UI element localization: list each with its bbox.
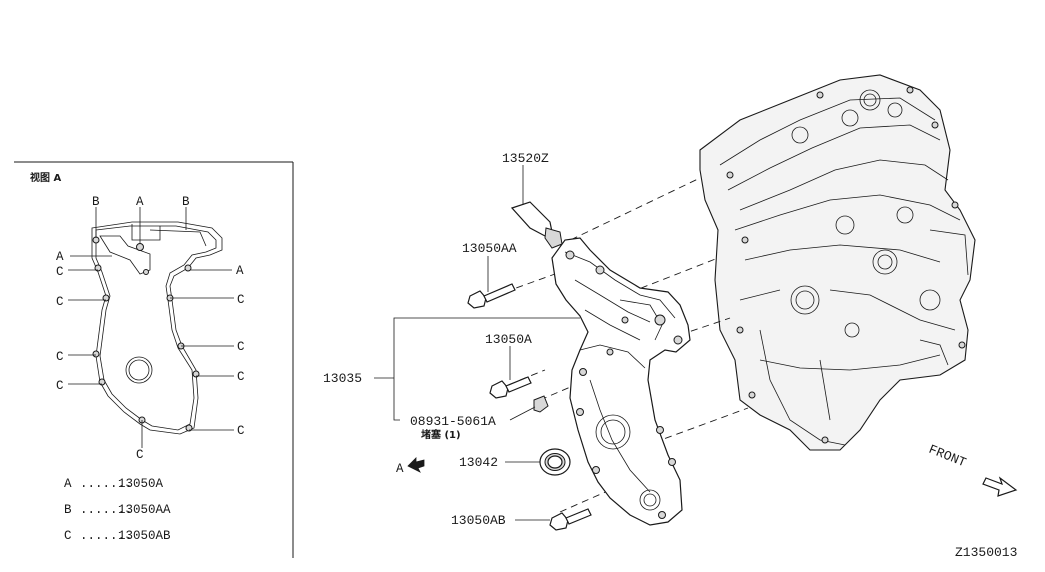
front-arrow-icon [982,476,1018,497]
legend-part-b: 13050AA [118,503,171,517]
legend-dots-b: ....... [80,503,133,517]
inset-view-a: 视图 A [14,161,294,558]
legend-letter-b: B [64,503,72,517]
legend-letter-a: A [64,477,72,491]
callout-13050aa: 13050AA [462,241,517,256]
part-13050ab-bolt [549,508,592,531]
inset-label-c7: C [237,370,245,384]
timing-cover-outline [91,221,223,435]
diagram-code: Z1350013 [955,545,1017,560]
inset-label-c1: C [56,265,64,279]
part-13050a-bolt [489,376,532,399]
inset-label-c8: C [237,424,245,438]
seal-hole [125,356,153,384]
cover-seal-bore [595,414,631,450]
inset-label-b-top2: B [182,195,190,209]
inset-label-a-top: A [136,195,144,209]
inset-label-c2: C [56,295,64,309]
inset-label-a-right: A [236,264,244,278]
inset-label-c5: C [56,350,64,364]
view-arrow-label: A [396,462,404,476]
inset-label-c4: C [237,340,245,354]
part-08931-plug [533,395,549,413]
bolt-legend: A ....... 13050A B ....... 13050AA C ...… [64,477,171,543]
legend-letter-c: C [64,529,72,543]
legend-part-a: 13050A [118,477,164,491]
inset-label-c3: C [237,293,245,307]
inset-label-c-bottom: C [136,448,144,462]
engine-block [699,74,976,451]
legend-dots-c: ....... [80,529,133,543]
legend-part-c: 13050AB [118,529,171,543]
part-13042-oil-seal [539,448,571,476]
inset-leaders [68,207,234,448]
callout-13035: 13035 [323,371,362,386]
view-a-arrow: A [396,457,425,476]
part-13050aa-bolt [467,283,516,309]
callout-13050ab: 13050AB [451,513,506,528]
callout-13050a: 13050A [485,332,532,347]
callout-leaders [374,165,580,521]
callout-13042: 13042 [459,455,498,470]
view-arrow-icon [407,457,425,473]
inset-label-a-left: A [56,250,64,264]
part-13520z-bracket [510,201,563,249]
inset-label-c6: C [56,379,64,393]
front-label: FRONT [927,442,969,471]
view-title: 视图 A [30,171,61,184]
timing-chain-cover [551,237,691,526]
callout-13520z: 13520Z [502,151,549,166]
legend-dots-a: ....... [80,477,133,491]
callout-08931-note: 堵塞 (1) [421,428,461,441]
callout-08931-5061a: 08931-5061A [410,414,496,429]
inset-label-b-top: B [92,195,100,209]
front-indicator: FRONT [927,442,1018,497]
